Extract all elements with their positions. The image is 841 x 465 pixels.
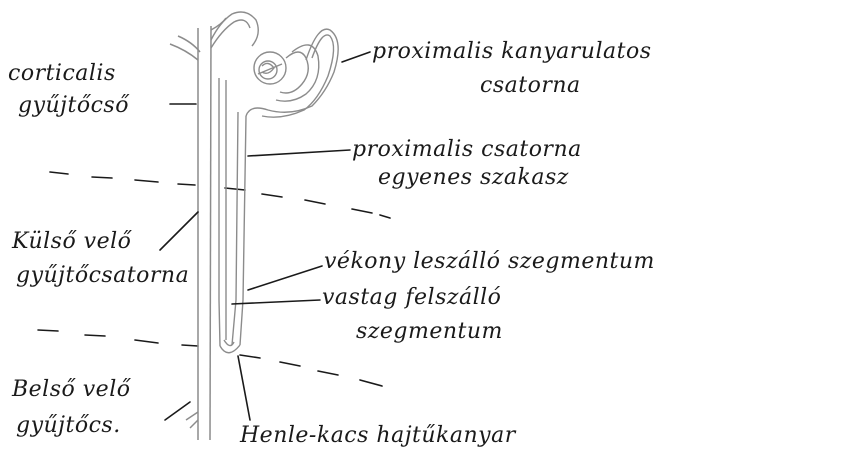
cortex-medulla-boundary	[50, 172, 390, 218]
label-inner-medullary-line1: Belső velő	[12, 378, 130, 402]
label-proximal-straight-line2: egyenes szakasz	[378, 166, 569, 190]
pointer-proximal-straight	[248, 150, 350, 156]
label-outer-medullary-line2: gyűjtőcsatorna	[16, 264, 189, 288]
pointer-lines	[160, 52, 370, 420]
label-thick-ascending-line2: szegmentum	[356, 320, 503, 344]
pointer-henle-bend	[238, 356, 250, 420]
label-cortical-line1: corticalis	[8, 62, 116, 86]
label-thin-descending: vékony leszálló szegmentum	[324, 250, 655, 274]
label-thick-ascending-line1: vastag felszálló	[322, 286, 501, 310]
collecting-duct	[170, 18, 226, 440]
label-proximal-straight-line1: proximalis csatorna	[352, 138, 582, 162]
pointer-thin-descending	[248, 266, 322, 290]
pointer-thick-ascending	[232, 300, 320, 304]
label-inner-medullary-line2: gyűjtőcs.	[16, 414, 121, 438]
pointer-outer-medullary	[160, 212, 198, 250]
label-henle-loop: Henle-kacs hajtűkanyar	[240, 424, 516, 448]
label-proximal-convoluted-line1: proximalis kanyarulatos	[372, 40, 652, 64]
pointer-inner-medullary	[165, 402, 190, 420]
pointer-proximal-convoluted	[342, 52, 370, 62]
label-outer-medullary-line1: Külső velő	[12, 230, 131, 254]
label-proximal-convoluted-line2: csatorna	[480, 74, 581, 98]
label-cortical-line2: gyűjtőcső	[18, 94, 129, 118]
